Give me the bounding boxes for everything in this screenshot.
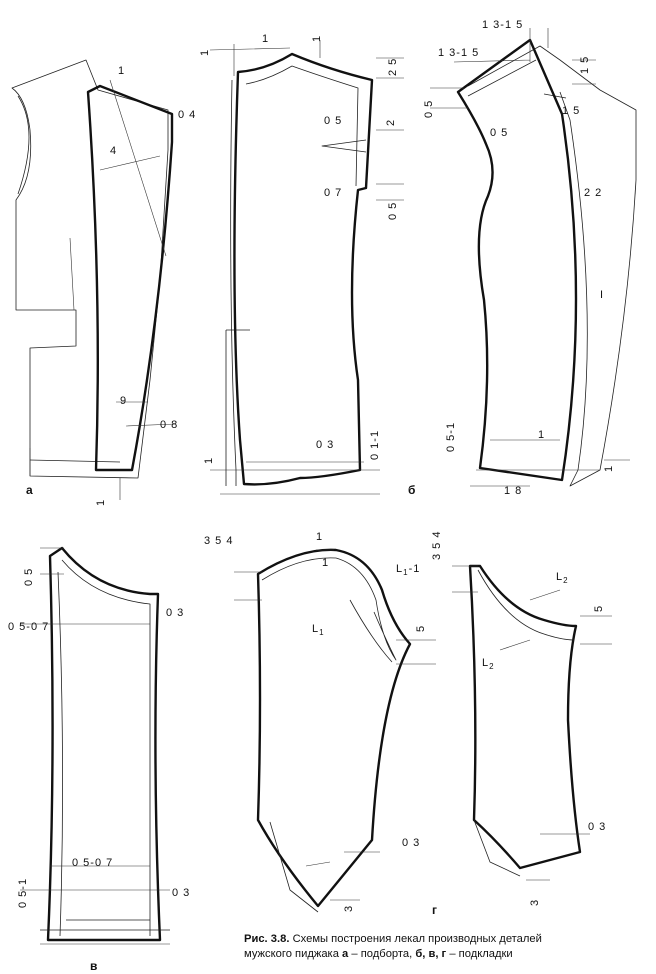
dim-c-1315a: 1 3-1 5 — [482, 19, 523, 31]
panel-c-lining-piece — [456, 38, 578, 482]
dim-b-03: 0 3 — [316, 439, 334, 451]
dim-a-bottom-1: 1 — [95, 499, 107, 506]
dim-c-I: I — [600, 289, 604, 301]
dim-b-07: 0 7 — [324, 187, 342, 199]
dim-g1-L11: L1-1 — [396, 563, 420, 577]
dim-g1-1a: 1 — [316, 531, 323, 543]
dim-g1-L1: L1 — [312, 623, 325, 637]
panel-g2-sleeve-piece — [468, 564, 582, 870]
dim-g2-L2b: L2 — [482, 657, 495, 671]
dim-c-05b: 0 5 — [490, 127, 508, 139]
caption-a: а — [342, 948, 349, 960]
dim-c-051: 0 5-1 — [445, 422, 457, 452]
dim-v-051: 0 5-1 — [17, 878, 29, 908]
panel-label-a: а — [26, 483, 33, 497]
dim-g2-3: 3 — [529, 899, 541, 906]
dim-g1-03: 0 3 — [402, 837, 420, 849]
dim-a-04: 0 4 — [178, 109, 196, 121]
dim-b-05b: 0 5 — [387, 202, 399, 220]
caption-dash2: – подкладки — [446, 948, 513, 960]
panel-label-v: в — [90, 959, 97, 973]
panel-a-facing-piece — [86, 84, 174, 472]
dim-v-05: 0 5 — [23, 568, 35, 586]
dim-g1-354: 3 5 4 — [204, 535, 233, 547]
caption-line2-pre: мужского пиджака — [244, 948, 343, 960]
panel-v-side-lining: 0 5 0 5-0 7 0 3 0 5-0 7 0 5-1 0 3 в — [8, 546, 190, 973]
dim-a-1: 1 — [118, 65, 125, 77]
dim-b-1d: 1 — [203, 457, 215, 464]
panel-a-facing: 1 0 4 4 9 0 8 1 а — [11, 59, 196, 506]
panel-b-lining-piece — [233, 52, 374, 486]
dim-a-4: 4 — [110, 145, 117, 157]
dim-g2-L2a: L2 — [556, 571, 569, 585]
dim-c-1a: 1 — [538, 429, 545, 441]
dim-b-1a: 1 — [199, 49, 211, 56]
dim-g2-5: 5 — [593, 605, 605, 612]
panel-g1-upper-sleeve: 3 5 4 1 1 L1-1 L1 5 0 3 3 г — [204, 531, 437, 917]
dim-v-03b: 0 3 — [172, 887, 190, 899]
dim-c-05: 0 5 — [423, 100, 435, 118]
dim-c-1b: 1 — [603, 465, 615, 472]
panel-a-front-outline — [11, 59, 169, 479]
dim-g1-1b: 1 — [322, 557, 329, 569]
panel-g2-under-sleeve: 3 5 4 L2 5 L2 0 3 3 — [431, 531, 612, 906]
dim-b-011: 0 1-1 — [369, 430, 381, 460]
caption-dash1: – подборта, — [348, 948, 416, 960]
panel-c-back-lining: 1 3-1 5 1 3-1 5 1 5 0 5 0 5 1 5 2 2 I 0 … — [423, 19, 637, 497]
caption-line1: Схемы построения лекал производных детал… — [292, 933, 542, 945]
dim-c-18: 1 8 — [504, 485, 522, 497]
caption-fig-label: Рис. 3.8. — [244, 933, 290, 945]
dim-b-05a: 0 5 — [324, 115, 342, 127]
dim-c-1315b: 1 3-1 5 — [438, 47, 479, 59]
panel-v-lining-piece — [46, 546, 162, 942]
dim-v-03a: 0 3 — [166, 607, 184, 619]
caption-bvg: б, в, г — [415, 948, 447, 960]
dim-v-0507b: 0 5-0 7 — [72, 857, 113, 869]
figure-caption: Рис. 3.8. Схемы построения лекал произво… — [244, 932, 648, 962]
dim-b-1c: 1 — [311, 35, 323, 42]
panel-g1-sleeve-piece — [256, 548, 412, 908]
dim-c-15a: 1 5 — [579, 56, 591, 74]
panel-label-b: б — [408, 483, 415, 497]
panel-label-g: г — [432, 903, 437, 917]
dim-g1-5: 5 — [415, 625, 427, 632]
dim-b-25: 2 5 — [387, 58, 399, 76]
dim-g2-354: 3 5 4 — [431, 531, 443, 560]
dim-b-2: 2 — [385, 119, 397, 126]
dim-c-15b: 1 5 — [562, 105, 580, 117]
panel-c-back-outline — [467, 45, 637, 487]
panel-b-front-lining: 1 1 1 2 5 0 5 2 0 7 0 5 0 3 0 1-1 1 б — [199, 33, 415, 497]
dim-a-9: 9 — [120, 395, 127, 407]
dim-a-08: 0 8 — [160, 419, 178, 431]
dim-b-1b: 1 — [262, 33, 269, 45]
dim-g2-03: 0 3 — [588, 821, 606, 833]
dim-c-22: 2 2 — [584, 187, 602, 199]
dim-g1-3: 3 — [343, 905, 355, 912]
dim-v-0507a: 0 5-0 7 — [8, 621, 49, 633]
